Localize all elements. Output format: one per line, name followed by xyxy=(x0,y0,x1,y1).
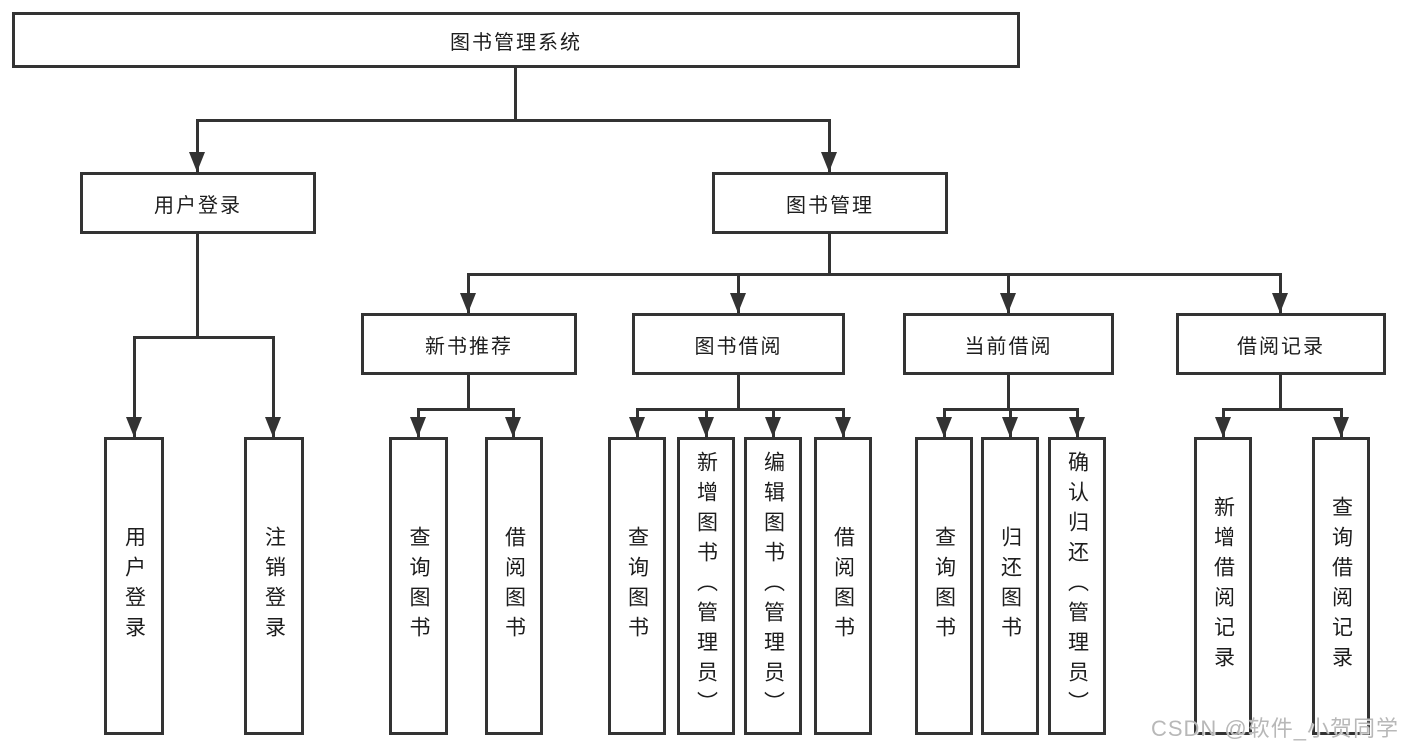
leaf-logout: 注销登录 xyxy=(244,437,304,735)
watermark: CSDN @软件_小贺同学 xyxy=(1150,716,1399,741)
connector-line xyxy=(467,273,1281,276)
arrow-down-icon xyxy=(265,417,281,437)
connector-line xyxy=(196,119,831,122)
connector-line xyxy=(196,234,199,336)
leaf-label: 新增借阅记录 xyxy=(1211,496,1235,676)
connector-line xyxy=(828,234,831,273)
leaf-recommend-borrow-books: 借阅图书 xyxy=(485,437,543,735)
leaf-label: 查询图书 xyxy=(625,526,649,646)
leaf-label: 确认归还（管理员） xyxy=(1065,451,1089,721)
arrow-down-icon xyxy=(126,417,142,437)
node-borrow-records: 借阅记录 xyxy=(1176,313,1386,375)
arrow-down-icon xyxy=(189,152,205,172)
arrow-down-icon xyxy=(1069,417,1085,437)
leaf-label: 注销登录 xyxy=(262,526,286,646)
leaf-recommend-query-books: 查询图书 xyxy=(389,437,448,735)
leaf-current-query-books: 查询图书 xyxy=(915,437,973,735)
arrow-down-icon xyxy=(1215,417,1231,437)
connector-line xyxy=(417,408,514,411)
leaf-label: 查询借阅记录 xyxy=(1329,496,1353,676)
leaf-label: 查询图书 xyxy=(932,526,956,646)
arrow-down-icon xyxy=(765,417,781,437)
leaf-records-add-record: 新增借阅记录 xyxy=(1194,437,1252,735)
node-book-borrow: 图书借阅 xyxy=(632,313,845,375)
connector-line xyxy=(514,68,517,119)
arrow-down-icon xyxy=(1272,293,1288,313)
leaf-borrow-edit-books-admin: 编辑图书（管理员） xyxy=(744,437,802,735)
node-current-borrow: 当前借阅 xyxy=(903,313,1114,375)
leaf-label: 新增图书（管理员） xyxy=(694,451,718,721)
arrow-down-icon xyxy=(410,417,426,437)
node-new-book-recommend: 新书推荐 xyxy=(361,313,577,375)
arrow-down-icon xyxy=(730,293,746,313)
leaf-label: 归还图书 xyxy=(998,526,1022,646)
leaf-borrow-query-books: 查询图书 xyxy=(608,437,666,735)
leaf-label: 借阅图书 xyxy=(502,526,526,646)
arrow-down-icon xyxy=(698,417,714,437)
connector-line xyxy=(1222,408,1342,411)
leaf-records-query-record: 查询借阅记录 xyxy=(1312,437,1370,735)
arrow-down-icon xyxy=(505,417,521,437)
leaf-current-confirm-return-admin: 确认归还（管理员） xyxy=(1048,437,1106,735)
arrow-down-icon xyxy=(936,417,952,437)
arrow-down-icon xyxy=(1002,417,1018,437)
arrow-down-icon xyxy=(835,417,851,437)
leaf-label: 编辑图书（管理员） xyxy=(761,451,785,721)
leaf-label: 借阅图书 xyxy=(831,526,855,646)
leaf-borrow-add-books-admin: 新增图书（管理员） xyxy=(677,437,735,735)
node-user-login: 用户登录 xyxy=(80,172,316,234)
connector-line xyxy=(133,336,136,437)
arrow-down-icon xyxy=(629,417,645,437)
connector-line xyxy=(828,119,831,172)
connector-line xyxy=(133,336,275,339)
arrow-down-icon xyxy=(460,293,476,313)
leaf-current-return-books: 归还图书 xyxy=(981,437,1039,735)
node-book-management-system: 图书管理系统 xyxy=(12,12,1020,68)
leaf-user-login: 用户登录 xyxy=(104,437,164,735)
leaf-label: 用户登录 xyxy=(122,526,146,646)
connector-line xyxy=(272,336,275,437)
arrow-down-icon xyxy=(821,152,837,172)
node-book-management: 图书管理 xyxy=(712,172,948,234)
leaf-label: 查询图书 xyxy=(407,526,430,646)
arrow-down-icon xyxy=(1000,293,1016,313)
connector-line xyxy=(467,375,470,408)
connector-line xyxy=(737,375,740,408)
leaf-borrow-borrow-books: 借阅图书 xyxy=(814,437,872,735)
connector-line xyxy=(636,408,844,411)
connector-line xyxy=(1279,375,1282,408)
arrow-down-icon xyxy=(1333,417,1349,437)
connector-line xyxy=(196,119,199,172)
connector-line xyxy=(1007,375,1010,408)
